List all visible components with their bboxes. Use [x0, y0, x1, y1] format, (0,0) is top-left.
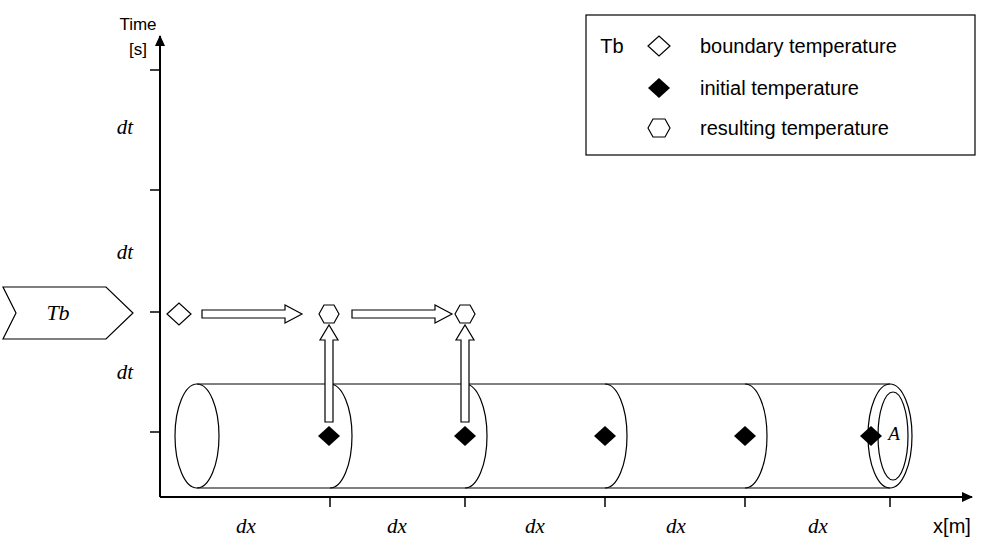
legend-sample-resulting	[648, 119, 670, 137]
time-axis	[159, 36, 161, 497]
legend-symbol: Tb	[600, 35, 623, 58]
legend-text: initial temperature	[700, 77, 859, 100]
x-axis	[160, 496, 972, 498]
area-label: A	[888, 423, 900, 445]
time-step: dt	[117, 115, 133, 139]
legend-box	[586, 15, 975, 155]
legend-text: resulting temperature	[700, 117, 889, 140]
time-step: dt	[117, 240, 133, 264]
pipe-cylinder	[175, 384, 912, 488]
legend-text: boundary temperature	[700, 35, 897, 58]
space-step: dx	[525, 514, 545, 538]
flow-symbols	[167, 303, 475, 422]
time-step: dt	[117, 360, 133, 384]
axis-title: Time [s]	[113, 13, 163, 62]
axis-ticks	[150, 70, 890, 507]
space-step: dx	[666, 514, 686, 538]
legend-sample-initial	[648, 78, 670, 98]
space-step: dx	[808, 514, 828, 538]
space-step: dx	[387, 514, 407, 538]
node-text: Tb	[46, 301, 69, 325]
boundary-input: Tb	[2, 286, 134, 340]
initial-markers	[318, 426, 882, 446]
space-step: dx	[236, 514, 256, 538]
legend-sample-boundary	[648, 36, 670, 56]
axis-title: x[m]	[933, 515, 971, 538]
